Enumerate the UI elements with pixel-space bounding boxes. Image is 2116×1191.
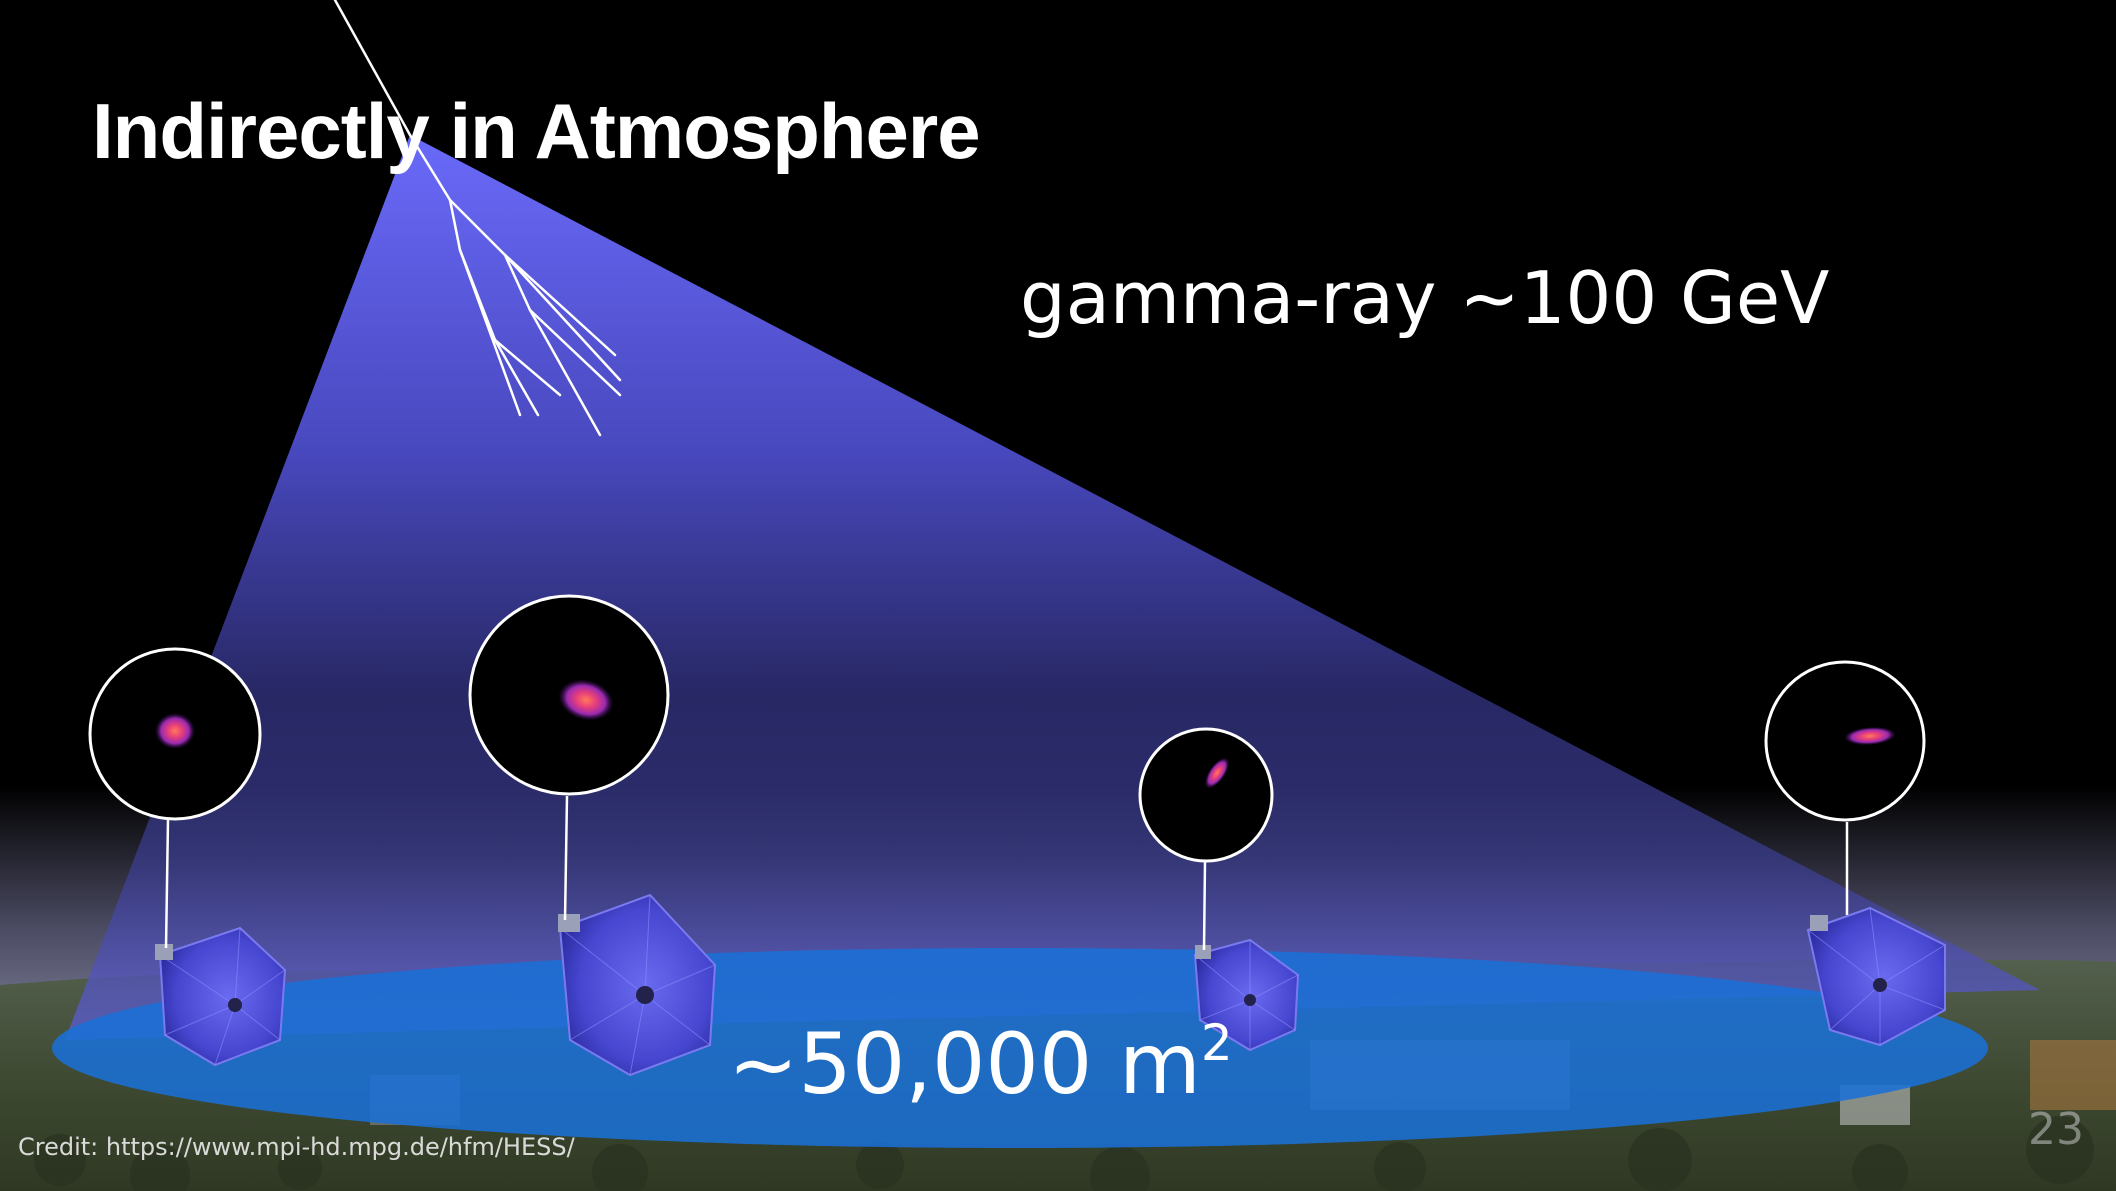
camera-image-3 xyxy=(1138,727,1274,863)
page-number: 23 xyxy=(2028,1104,2084,1155)
area-unit-superscript: 2 xyxy=(1200,1014,1233,1072)
slide-title: Indirectly in Atmosphere xyxy=(92,87,981,175)
image-credit: Credit: https://www.mpi-hd.mpg.de/hfm/HE… xyxy=(18,1133,575,1161)
camera-image-1 xyxy=(88,647,262,821)
telescope-4 xyxy=(1806,906,1946,1047)
area-value: ~50,000 m xyxy=(728,1015,1201,1113)
camera-image-4 xyxy=(1764,660,1926,822)
telescope-2 xyxy=(558,893,717,1077)
footprint-area-label: ~50,000 m2 xyxy=(728,1018,1233,1106)
particle-energy-label: gamma-ray ~100 GeV xyxy=(1020,256,1830,340)
telescope-3 xyxy=(1193,938,1300,1052)
ground-footprint xyxy=(52,948,1988,1148)
camera-image-2 xyxy=(468,594,670,796)
telescope-1 xyxy=(155,926,287,1067)
air-shower-track xyxy=(333,0,622,437)
